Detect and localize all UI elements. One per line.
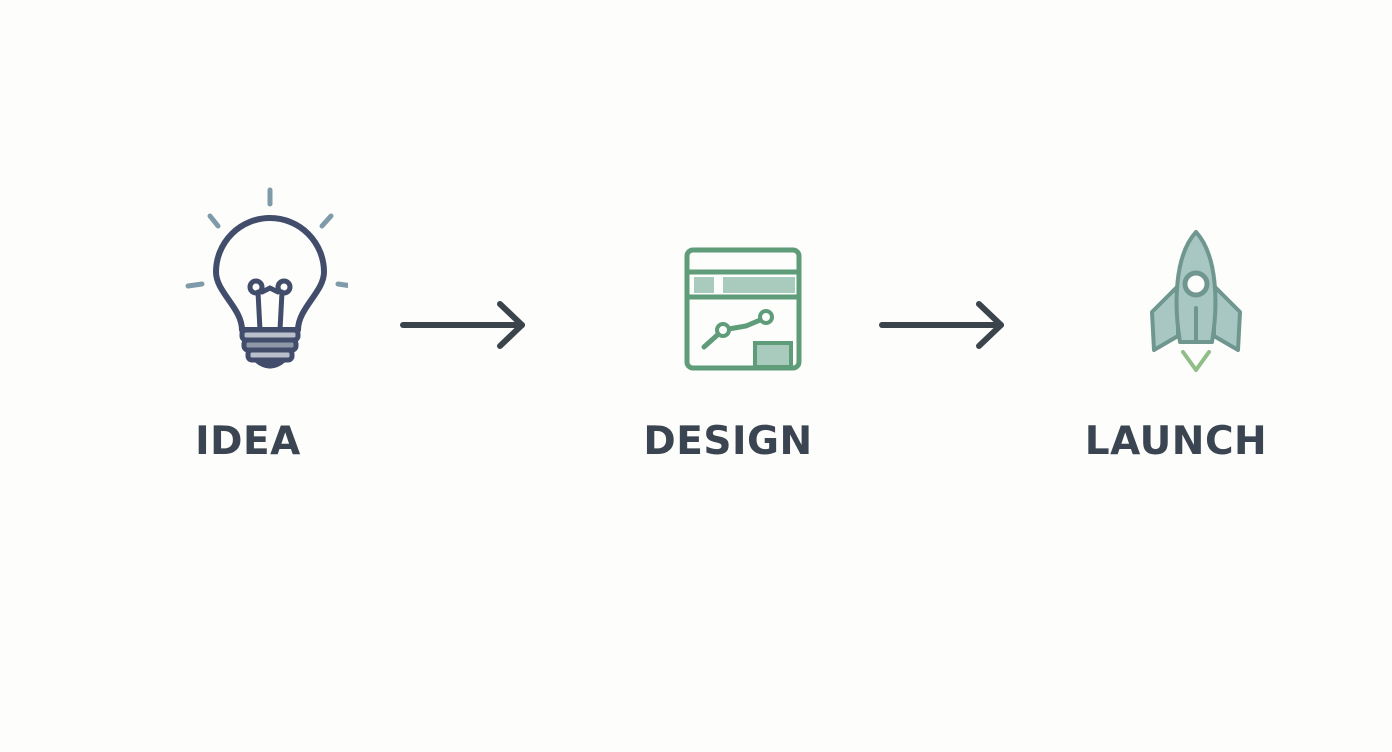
arrow-right-icon: [879, 301, 1004, 349]
step-label-launch: LAUNCH: [1084, 419, 1268, 464]
lightbulb-icon: [185, 187, 348, 369]
step-idea: IDEA: [128, 180, 368, 461]
design-window-icon: [684, 247, 802, 371]
rocket-icon: [1150, 230, 1242, 372]
step-label-design: DESIGN: [643, 419, 813, 464]
step-design: DESIGN: [608, 180, 848, 461]
step-launch: LAUNCH: [1056, 180, 1296, 461]
arrow-right-icon: [400, 301, 525, 349]
step-label-idea: IDEA: [195, 419, 301, 464]
